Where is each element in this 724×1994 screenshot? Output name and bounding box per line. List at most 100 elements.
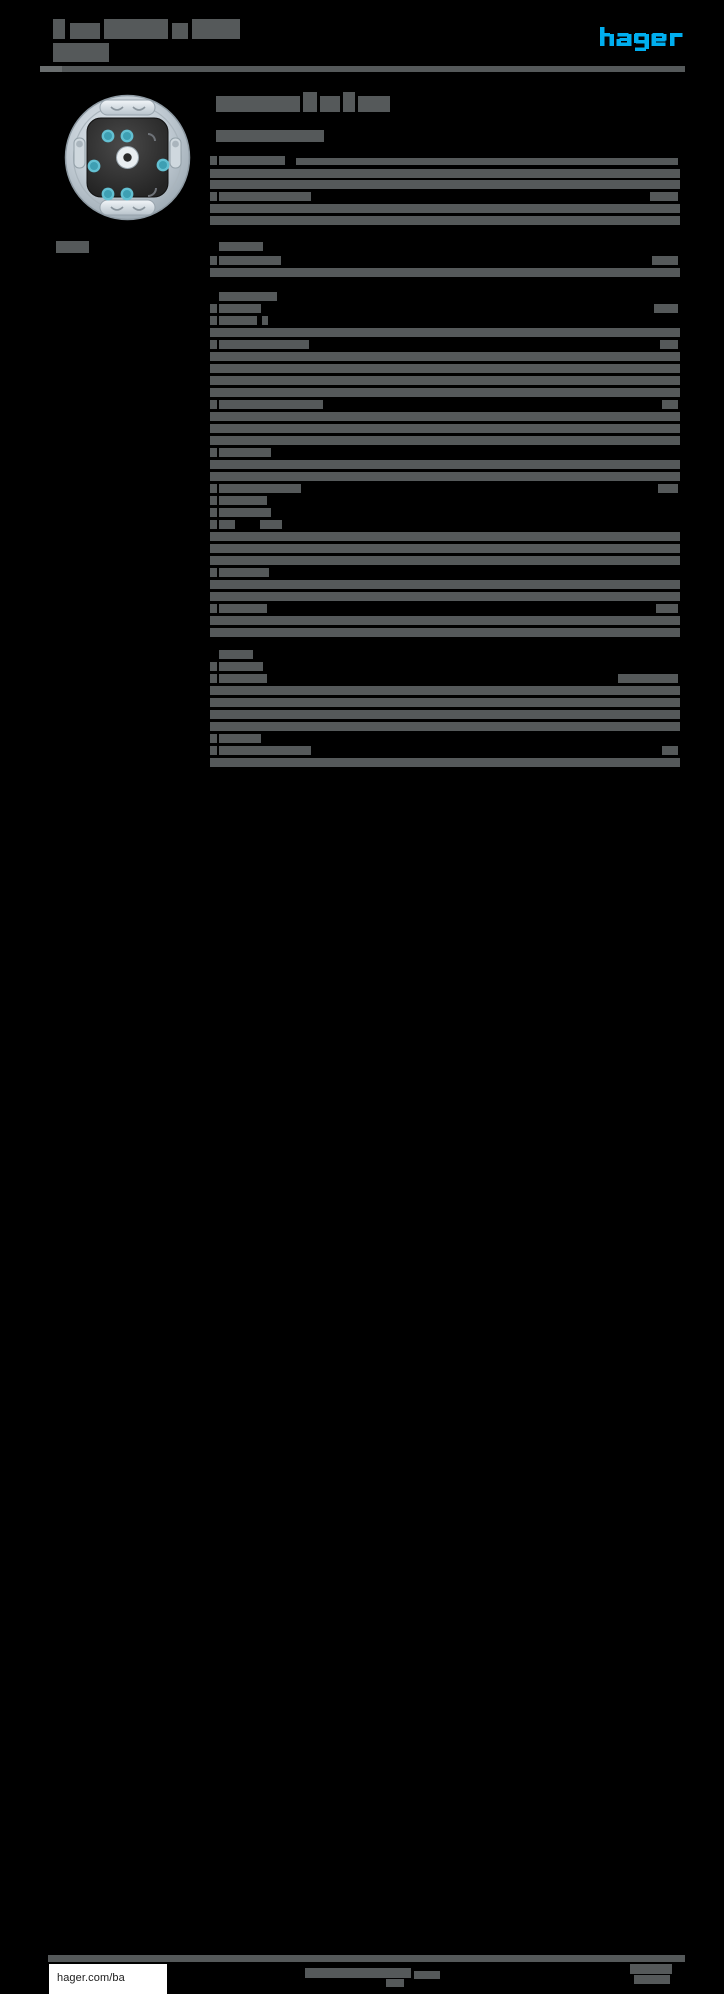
table-row [210, 472, 680, 481]
footer-url-box[interactable]: hager.com/ba [49, 1964, 167, 1994]
page-footer: hager.com/ba [0, 974, 724, 1994]
table-row [210, 616, 680, 625]
section-subheading [216, 130, 324, 142]
footer-right-text-b [634, 1975, 670, 1984]
row-sublabel [260, 520, 282, 529]
header-title-line1-b [70, 23, 100, 39]
section-heading-d [343, 92, 355, 112]
row-label [219, 156, 285, 165]
table-row [210, 710, 680, 719]
table-row [210, 674, 217, 683]
table-row [210, 628, 680, 637]
table-row [210, 169, 680, 178]
table-row [210, 496, 217, 505]
header-title-line2 [53, 43, 109, 62]
table-row [210, 400, 217, 409]
row-label [219, 448, 271, 457]
table-row [210, 544, 680, 553]
row-value [618, 674, 678, 683]
row-value [650, 192, 678, 201]
table-row [210, 412, 680, 421]
row-value [660, 340, 678, 349]
row-value [658, 484, 678, 493]
table-row [210, 376, 680, 385]
table-row [210, 520, 217, 529]
table-row [210, 758, 680, 767]
row-label [219, 508, 271, 517]
table-row [210, 364, 680, 373]
page-header [0, 0, 724, 80]
table-row [210, 448, 217, 457]
row-label [219, 340, 309, 349]
table-row [210, 484, 217, 493]
section-heading-e [358, 96, 390, 112]
table-row [210, 156, 217, 165]
section-heading [216, 96, 300, 112]
table-row [210, 734, 217, 743]
row-label [219, 604, 267, 613]
table-row [210, 204, 680, 213]
footer-right-text [630, 1964, 672, 1974]
footer-url[interactable]: hager.com/ba [57, 1972, 125, 1984]
row-label [219, 316, 257, 325]
table-row [210, 304, 217, 313]
hager-logo [599, 26, 685, 52]
table-row [210, 268, 680, 277]
table-row [210, 388, 680, 397]
row-label [219, 304, 261, 313]
header-title-line1 [53, 19, 65, 39]
header-divider-cap [40, 66, 62, 72]
section-heading-c [320, 96, 340, 112]
section-heading-b [303, 92, 317, 112]
row-value [662, 746, 678, 755]
table-row [210, 568, 217, 577]
table-row [210, 340, 217, 349]
row-label [219, 650, 253, 659]
table-row [210, 436, 680, 445]
table-row [210, 256, 217, 265]
table-row [210, 746, 217, 755]
row-value [656, 604, 678, 613]
row-label [219, 242, 263, 251]
table-row [210, 556, 680, 565]
footer-center-text-b [414, 1971, 440, 1979]
product-caption [56, 241, 89, 253]
table-row [210, 698, 680, 707]
row-label [219, 400, 323, 409]
table-row [210, 316, 217, 325]
row-label [219, 292, 277, 301]
table-row [210, 192, 217, 201]
table-row [210, 722, 680, 731]
table-row [210, 580, 680, 589]
header-divider [40, 66, 685, 72]
footer-center-text [305, 1968, 411, 1978]
row-value [654, 304, 678, 313]
table-row [210, 352, 680, 361]
row-leader [296, 158, 678, 165]
product-image [56, 86, 199, 229]
row-sublabel [262, 316, 268, 325]
table-row [210, 424, 680, 433]
row-label [219, 674, 267, 683]
table-row [210, 532, 680, 541]
row-value [662, 400, 678, 409]
footer-divider [48, 1955, 685, 1962]
row-label [219, 568, 269, 577]
header-title-line1-d [172, 23, 188, 39]
table-row [210, 216, 680, 225]
footer-center-text-c [386, 1979, 404, 1987]
row-label [219, 192, 311, 201]
row-label [219, 520, 235, 529]
row-label [219, 484, 301, 493]
row-label [219, 256, 281, 265]
table-row [210, 686, 680, 695]
table-row [210, 180, 680, 189]
row-label [219, 746, 311, 755]
table-row [210, 592, 680, 601]
row-label [219, 662, 263, 671]
row-label [219, 496, 267, 505]
header-title-line1-e [192, 19, 240, 39]
table-row [210, 604, 217, 613]
row-value [652, 256, 678, 265]
